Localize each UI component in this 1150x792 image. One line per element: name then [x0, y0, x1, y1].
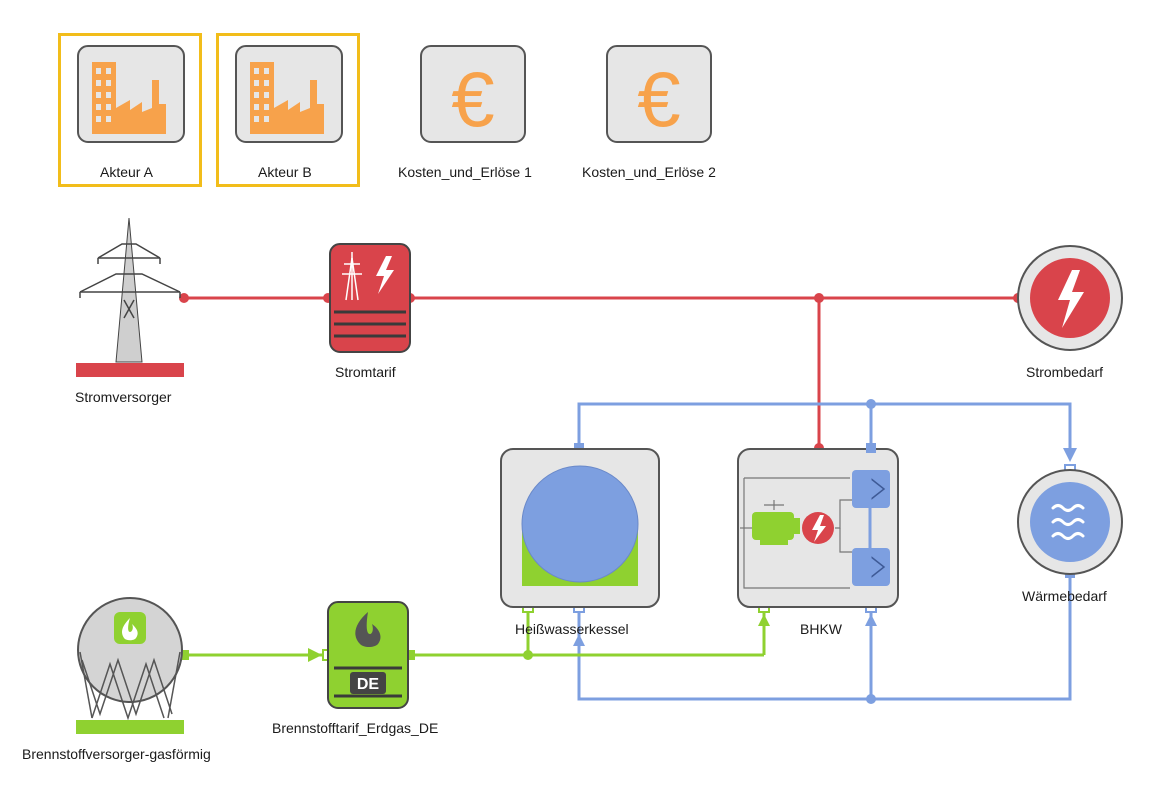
heisswasserkessel-node[interactable]: [500, 448, 660, 608]
brennstofftarif-node[interactable]: DE: [327, 601, 409, 709]
waermebedarf-node[interactable]: [1017, 469, 1123, 575]
electric-junctions: [179, 293, 1023, 453]
bhkw-node[interactable]: [737, 448, 899, 608]
euro-icon: €: [451, 55, 494, 143]
kosten-erloese-2-label: Kosten_und_Erlöse 2: [582, 164, 716, 180]
gas-tank-icon: [77, 597, 183, 703]
power-pylon-icon: [79, 217, 181, 363]
factory-icon: [250, 62, 324, 134]
brennstoffversorger-label: Brennstoffversorger-gasförmig: [22, 746, 211, 762]
stromtarif-label: Stromtarif: [335, 364, 396, 380]
gas-connections[interactable]: [184, 610, 766, 657]
lightning-icon: [376, 256, 394, 294]
heat-exchanger-icon: [852, 470, 890, 586]
akteur-b-tile[interactable]: [235, 45, 343, 143]
brennstofftarif-badge: DE: [357, 676, 380, 693]
heisswasserkessel-label: Heißwasserkessel: [515, 621, 629, 637]
heat-connections[interactable]: [577, 402, 1072, 701]
lightning-icon: [812, 515, 826, 542]
brennstoffversorger-node[interactable]: [76, 597, 184, 734]
boiler-tank-icon: [522, 466, 638, 582]
brennstofftarif-label: Brennstofftarif_Erdgas_DE: [272, 720, 439, 736]
stromversorger-node[interactable]: [76, 217, 184, 377]
power-pylon-icon: [342, 252, 362, 301]
akteur-b-label: Akteur B: [258, 164, 312, 180]
bhkw-label: BHKW: [800, 621, 842, 637]
stromversorger-label: Stromversorger: [75, 389, 172, 405]
akteur-a-selection-frame: [58, 33, 202, 187]
heat-waves-icon: [1051, 504, 1085, 540]
strombedarf-label: Strombedarf: [1026, 364, 1104, 380]
akteur-b-selection-frame: [216, 33, 360, 187]
waermebedarf-label: Wärmebedarf: [1022, 588, 1107, 604]
lightning-icon: [1058, 270, 1084, 328]
kosten-erloese-2-tile[interactable]: €: [606, 45, 712, 143]
stromtarif-node[interactable]: [329, 243, 411, 353]
akteur-a-tile[interactable]: [77, 45, 185, 143]
kosten-erloese-1-label: Kosten_und_Erlöse 1: [398, 164, 532, 180]
euro-icon: €: [637, 55, 680, 143]
engine-icon: [752, 512, 800, 545]
flame-icon: [355, 612, 381, 647]
kosten-erloese-1-tile[interactable]: €: [420, 45, 526, 143]
flame-icon: [122, 618, 138, 641]
factory-icon: [92, 62, 166, 134]
gas-junctions: [179, 601, 770, 662]
akteur-a-label: Akteur A: [100, 164, 153, 180]
strombedarf-node[interactable]: [1017, 245, 1123, 351]
